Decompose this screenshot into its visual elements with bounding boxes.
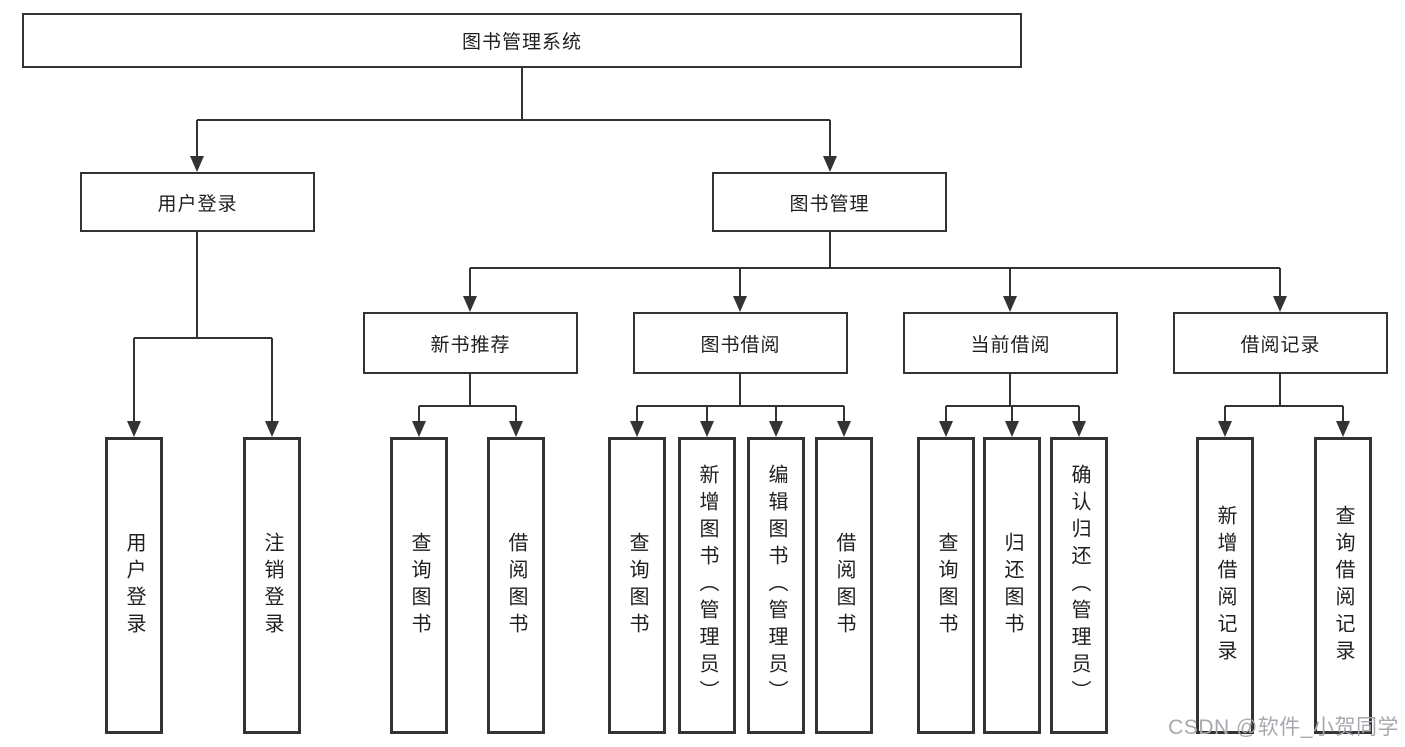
node-new-book-recommend: 新书推荐 bbox=[363, 312, 578, 374]
node-library-system-label: 图书管理系统 bbox=[461, 32, 582, 53]
leaf-return-book-label: 归还图书 bbox=[1001, 531, 1023, 640]
leaf-user-login-label: 用户登录 bbox=[123, 531, 145, 640]
leaf-add-borrow-record-label: 新增借阅记录 bbox=[1214, 504, 1236, 667]
leaf-query-borrow-record: 查询借阅记录 bbox=[1314, 437, 1372, 734]
leaf-confirm-return-admin-label: 确认归还（管理员） bbox=[1068, 464, 1090, 707]
csdn-watermark: CSDN @软件_小贺同学 bbox=[1168, 716, 1399, 739]
leaf-query-books-current: 查询图书 bbox=[917, 437, 975, 734]
node-book-management: 图书管理 bbox=[712, 172, 947, 232]
node-new-book-recommend-label: 新书推荐 bbox=[430, 334, 511, 356]
leaf-borrow-books-newbook-label: 借阅图书 bbox=[505, 531, 527, 640]
leaf-query-books-newbook: 查询图书 bbox=[390, 437, 448, 734]
node-book-management-label: 图书管理 bbox=[789, 193, 870, 215]
node-user-login: 用户登录 bbox=[80, 172, 315, 232]
leaf-add-book-admin: 新增图书（管理员） bbox=[678, 437, 736, 734]
node-borrow-records: 借阅记录 bbox=[1173, 312, 1388, 374]
leaf-query-books-newbook-label: 查询图书 bbox=[408, 531, 430, 640]
leaf-borrow-books-borrow-label: 借阅图书 bbox=[833, 531, 855, 640]
leaf-logout: 注销登录 bbox=[243, 437, 301, 734]
node-book-borrow: 图书借阅 bbox=[633, 312, 848, 374]
leaf-confirm-return-admin: 确认归还（管理员） bbox=[1050, 437, 1108, 734]
node-borrow-records-label: 借阅记录 bbox=[1240, 334, 1321, 356]
leaf-query-borrow-record-label: 查询借阅记录 bbox=[1332, 504, 1354, 667]
leaf-add-borrow-record: 新增借阅记录 bbox=[1196, 437, 1254, 734]
node-current-borrow: 当前借阅 bbox=[903, 312, 1118, 374]
node-current-borrow-label: 当前借阅 bbox=[970, 334, 1051, 356]
leaf-borrow-books-newbook: 借阅图书 bbox=[487, 437, 545, 734]
leaf-add-book-admin-label: 新增图书（管理员） bbox=[696, 464, 718, 707]
leaf-query-books-borrow-label: 查询图书 bbox=[626, 531, 648, 640]
leaf-borrow-books-borrow: 借阅图书 bbox=[815, 437, 873, 734]
leaf-query-books-current-label: 查询图书 bbox=[935, 531, 957, 640]
leaf-edit-book-admin: 编辑图书（管理员） bbox=[747, 437, 805, 734]
node-library-system: 图书管理系统 bbox=[22, 13, 1022, 68]
leaf-user-login: 用户登录 bbox=[105, 437, 163, 734]
leaf-edit-book-admin-label: 编辑图书（管理员） bbox=[765, 464, 787, 707]
leaf-return-book: 归还图书 bbox=[983, 437, 1041, 734]
leaf-query-books-borrow: 查询图书 bbox=[608, 437, 666, 734]
node-book-borrow-label: 图书借阅 bbox=[700, 334, 781, 356]
node-user-login-label: 用户登录 bbox=[157, 193, 238, 215]
leaf-logout-label: 注销登录 bbox=[261, 531, 283, 640]
